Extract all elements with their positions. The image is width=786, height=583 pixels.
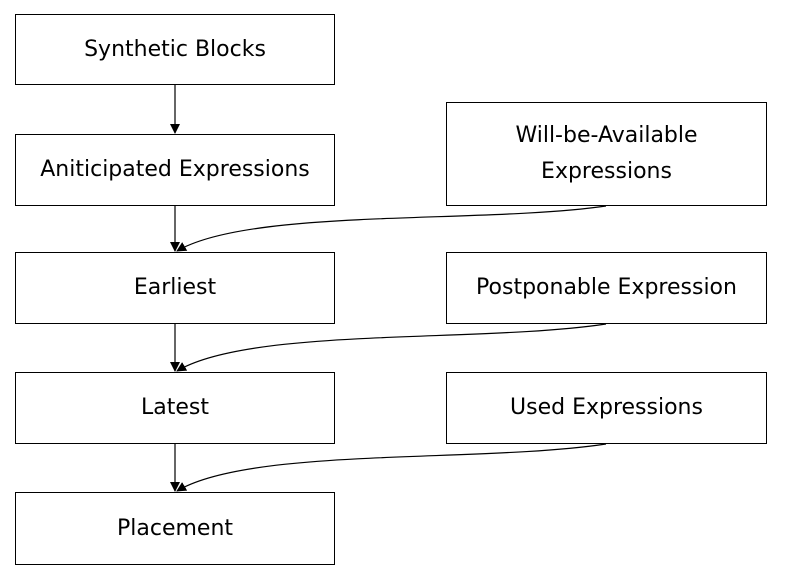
node-label-group: Will-be-Available Expressions bbox=[515, 118, 697, 190]
node-placement: Placement bbox=[15, 492, 335, 565]
node-postponable-expression: Postponable Expression bbox=[446, 252, 767, 324]
node-label: Latest bbox=[141, 395, 209, 420]
node-label: Earliest bbox=[133, 275, 217, 300]
node-label: Synthetic Blocks bbox=[84, 36, 266, 62]
node-anticipated-expressions: Aniticipated Expressions bbox=[15, 134, 335, 206]
node-label-line-1: Will-be-Available bbox=[515, 123, 698, 148]
node-earliest: Earliest bbox=[15, 252, 335, 324]
edge-willbe-to-earliest bbox=[176, 205, 607, 252]
edge-postponable-to-latest bbox=[176, 323, 607, 372]
edge-used-to-placement bbox=[176, 443, 607, 492]
node-label: Placement bbox=[116, 515, 234, 541]
node-label-line-2: Expressions bbox=[541, 159, 672, 184]
node-synthetic-blocks: Synthetic Blocks bbox=[15, 14, 335, 85]
node-label: Postponable Expression bbox=[476, 275, 737, 300]
node-label: Aniticipated Expressions bbox=[40, 157, 310, 182]
node-latest: Latest bbox=[15, 372, 335, 444]
node-will-be-available-expressions: Will-be-Available Expressions bbox=[446, 102, 767, 206]
node-used-expressions: Used Expressions bbox=[446, 372, 767, 444]
node-label: Used Expressions bbox=[510, 395, 703, 420]
